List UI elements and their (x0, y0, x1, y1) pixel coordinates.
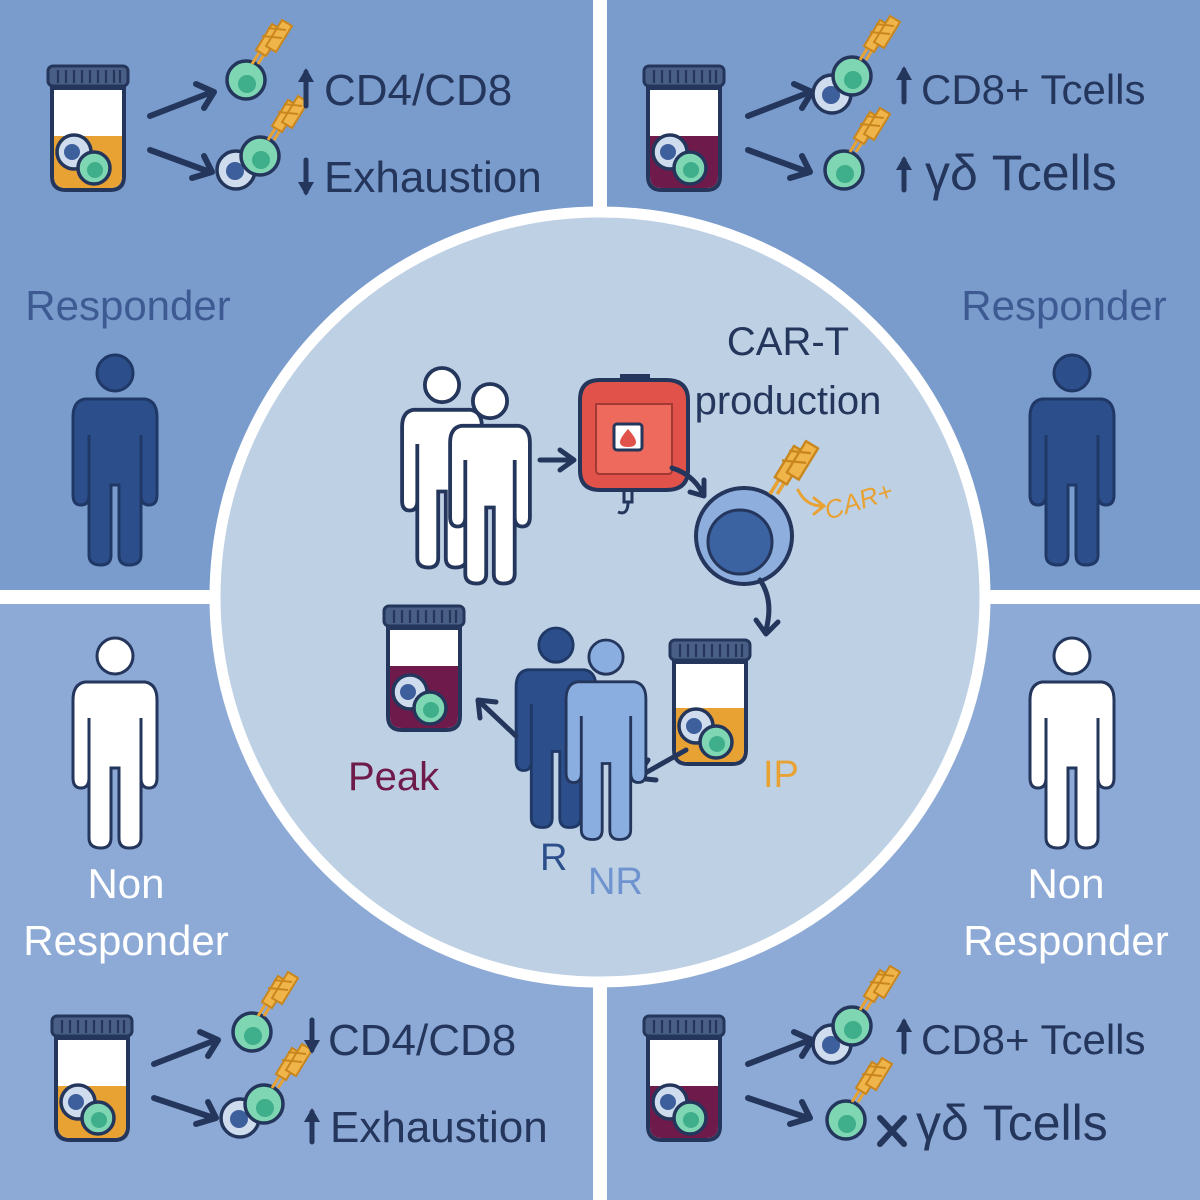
trend-down-arrow-icon (298, 157, 314, 196)
arrow-icon (745, 147, 813, 181)
trend-up-arrow-icon (896, 156, 912, 193)
no-change-cross-icon (877, 1115, 907, 1147)
responder-short-label: R (540, 837, 567, 879)
production-label: production (695, 379, 882, 423)
infusion-product-tube-icon (668, 638, 752, 766)
specimen-tube-icon (642, 1014, 726, 1142)
vertical-divider-top (593, 0, 607, 214)
group-label: Non (1027, 860, 1104, 907)
marker-label: γδ Tcells (916, 1095, 1108, 1151)
trend-up-arrow-icon (304, 1108, 320, 1145)
arrow-icon (151, 1029, 221, 1067)
non-responder-short-label: NR (588, 861, 643, 903)
quadrant-bottom-left: Non Responder CD4/CD8 Exhaustion (23, 636, 548, 1152)
marker-label: Exhaustion (330, 1103, 548, 1152)
marker-label: CD8+ Tcells (921, 1016, 1145, 1063)
blood-bag-icon (578, 374, 690, 515)
arrow-icon (669, 465, 707, 499)
group-label: Non (87, 860, 164, 907)
marker-label: Exhaustion (324, 153, 542, 202)
car-t-cell-large-icon (694, 439, 820, 586)
specimen-tube-icon (46, 64, 130, 192)
peak-label: Peak (348, 755, 440, 799)
infusion-product-label: IP (763, 754, 799, 796)
group-label: Responder (961, 282, 1166, 329)
marker-label: CD4/CD8 (324, 66, 512, 115)
marker-label: CD8+ Tcells (921, 66, 1145, 113)
arrow-icon (475, 697, 519, 739)
arrow-icon (151, 1095, 219, 1127)
arrow-icon (753, 577, 781, 637)
trend-down-arrow-icon (304, 1017, 320, 1054)
arrow-icon (745, 1095, 813, 1127)
arrow-icon (147, 81, 217, 119)
trend-up-arrow-icon (896, 1018, 912, 1055)
group-label: Responder (23, 917, 228, 964)
horizontal-divider-right (984, 590, 1200, 604)
trend-up-arrow-icon (298, 68, 314, 109)
group-label: Responder (963, 917, 1168, 964)
quadrant-top-right: CD8+ Tcells γδ Tcells Responder (642, 14, 1167, 567)
arrow-icon (537, 447, 577, 473)
horizontal-divider-left (0, 590, 216, 604)
arrow-icon (147, 147, 215, 181)
production-label: CAR-T (727, 320, 849, 364)
quadrant-bottom-right: Non Responder CD8+ Tcells γδ Tcells (642, 636, 1169, 1151)
specimen-tube-icon (642, 64, 726, 192)
center-workflow: CAR-T production CAR+ IP R NR (348, 320, 897, 903)
marker-label: γδ Tcells (925, 145, 1117, 201)
vertical-divider-bottom (593, 980, 607, 1200)
trend-up-arrow-icon (896, 66, 912, 105)
specimen-tube-icon (50, 1014, 134, 1142)
arrow-icon (796, 488, 827, 516)
quadrant-top-left: CD4/CD8 Exhaustion Responder (25, 18, 542, 567)
group-label: Responder (25, 282, 230, 329)
marker-label: CD4/CD8 (328, 1016, 516, 1065)
peak-tube-icon (382, 604, 466, 732)
